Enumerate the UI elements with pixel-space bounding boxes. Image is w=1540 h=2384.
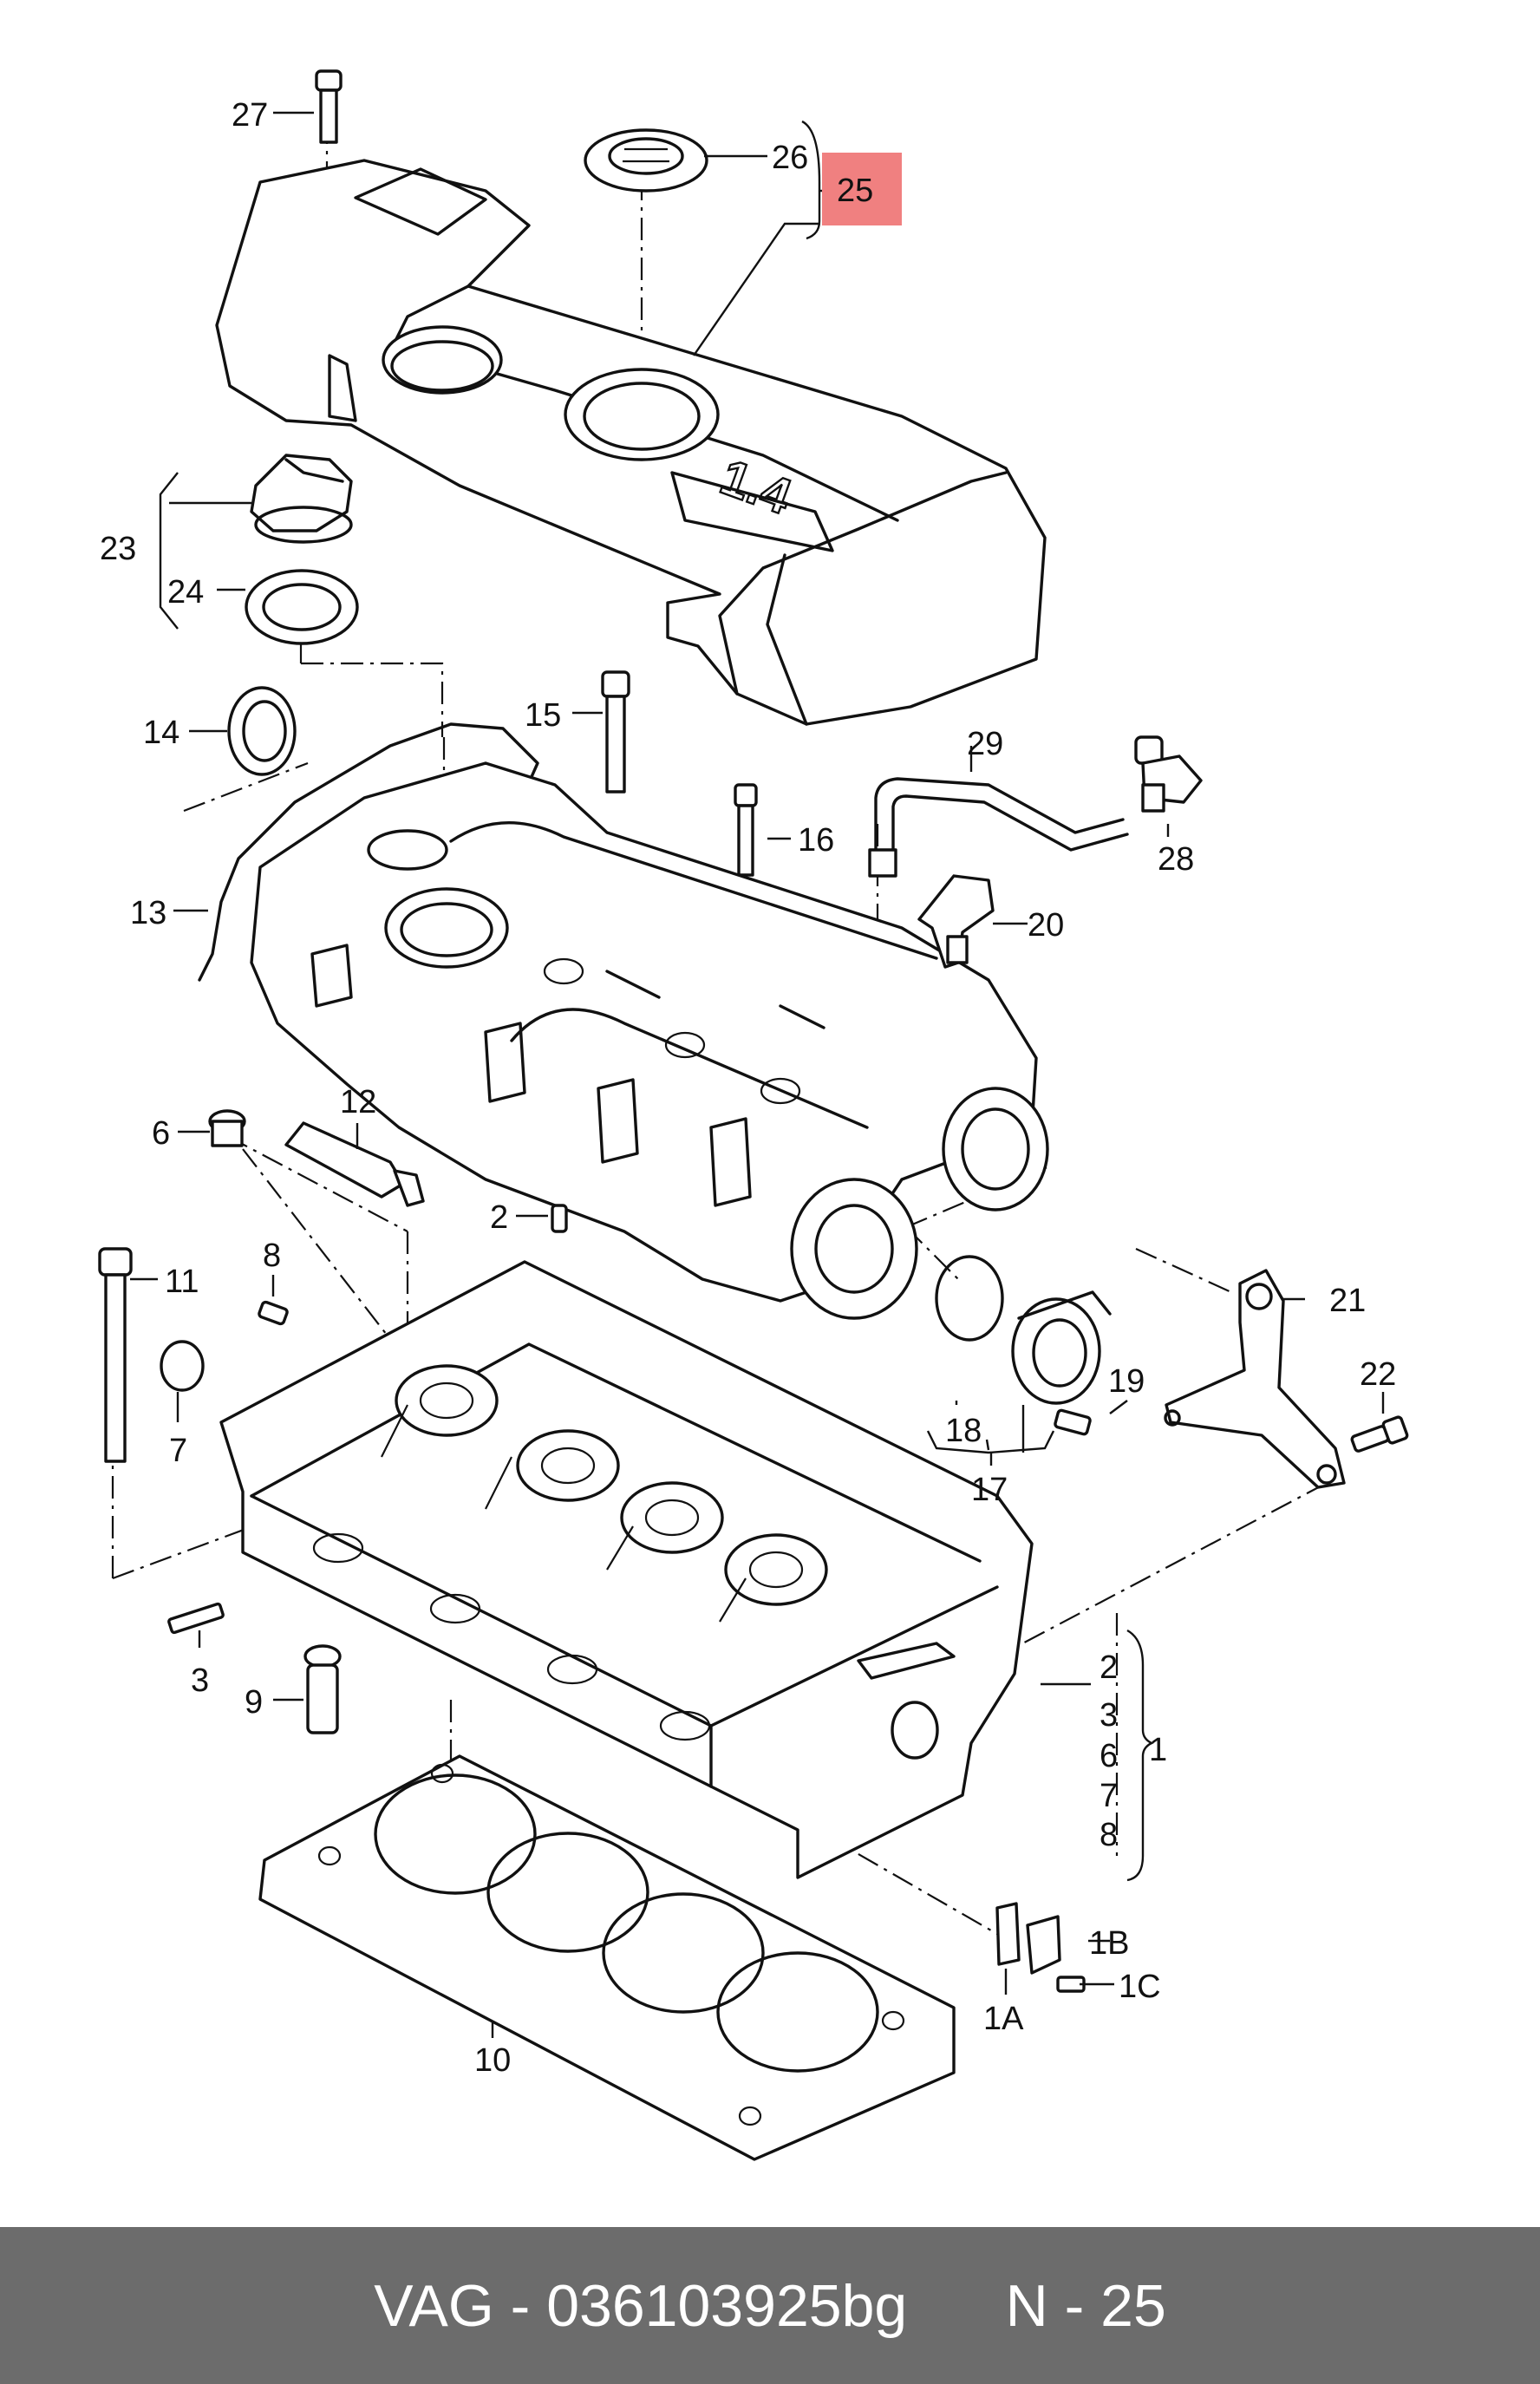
head-bolt-11 — [98, 1247, 133, 1463]
bolt-19 — [1054, 1408, 1092, 1436]
callout-27[interactable]: 27 — [232, 97, 268, 134]
seal-14 — [227, 686, 297, 776]
bolt-16 — [734, 783, 758, 877]
callout-group-6[interactable]: 6 — [1100, 1738, 1118, 1774]
callout-3[interactable]: 3 — [191, 1662, 209, 1699]
callout-group-7[interactable]: 7 — [1100, 1778, 1118, 1814]
callout-1[interactable]: 1 — [1149, 1732, 1167, 1768]
callout-10[interactable]: 10 — [474, 2042, 511, 2079]
callout-22[interactable]: 22 — [1360, 1356, 1396, 1393]
bolt-15 — [601, 670, 630, 794]
callout-24[interactable]: 24 — [167, 574, 204, 611]
footer-position: 25 — [1100, 2272, 1166, 2339]
highlight-box — [822, 153, 902, 225]
sensor-20 — [917, 874, 995, 969]
callout-18[interactable]: 18 — [945, 1413, 982, 1449]
gasket-13 — [198, 722, 539, 982]
footer-text: VAG - 036103925bg N - 25 — [374, 2272, 1166, 2340]
callout-16[interactable]: 16 — [798, 822, 834, 859]
callout-21[interactable]: 21 — [1329, 1283, 1366, 1319]
footer-position-label: N — [1005, 2272, 1048, 2339]
guide-9 — [303, 1644, 342, 1734]
callout-1b[interactable]: 1B — [1089, 1925, 1129, 1962]
leader-lines — [130, 111, 1385, 2038]
footer-bar: VAG - 036103925bg N - 25 — [0, 2227, 1540, 2384]
callout-11[interactable]: 11 — [165, 1264, 199, 1300]
callout-23[interactable]: 23 — [100, 531, 136, 567]
bolt-27 — [315, 69, 343, 144]
cover-cap — [584, 128, 708, 193]
dowel-pin-2 — [551, 1204, 568, 1233]
callout-28[interactable]: 28 — [1158, 841, 1194, 878]
cylinder-head — [219, 1260, 1034, 1879]
plug-6 — [208, 1109, 246, 1147]
callout-6[interactable]: 6 — [152, 1115, 170, 1152]
callout-17[interactable]: 17 — [971, 1472, 1008, 1508]
dowel-pin-8 — [258, 1300, 289, 1326]
callout-25[interactable]: 25 — [837, 173, 873, 209]
callout-9[interactable]: 9 — [245, 1684, 263, 1721]
footer-separator: - — [510, 2272, 531, 2339]
seal-ring-18 — [935, 1255, 1004, 1342]
footer-brand: VAG — [374, 2272, 494, 2339]
breather-hose-29 — [868, 777, 1129, 878]
stud-3 — [167, 1602, 225, 1635]
housing-17 — [1011, 1290, 1112, 1405]
callout-labels: 27 26 25 23 24 14 15 29 16 28 13 20 12 6… — [100, 97, 1396, 2079]
callout-1a[interactable]: 1A — [983, 2001, 1024, 2037]
callout-2[interactable]: 2 — [490, 1199, 508, 1236]
callout-15[interactable]: 15 — [525, 697, 561, 734]
callout-group-8[interactable]: 8 — [1100, 1817, 1118, 1853]
parts-diagram: 27 26 25 23 24 14 15 29 16 28 13 20 12 6… — [98, 69, 1409, 2161]
footer-separator-2: - — [1064, 2272, 1085, 2339]
callout-7[interactable]: 7 — [169, 1433, 187, 1469]
oil-filler-cap — [250, 454, 353, 544]
parts-1abc — [995, 1902, 1086, 1993]
callout-group-3[interactable]: 3 — [1100, 1697, 1118, 1734]
seal-ring-24 — [245, 569, 359, 645]
callout-14[interactable]: 14 — [143, 715, 179, 751]
callout-19[interactable]: 19 — [1108, 1363, 1145, 1400]
footer-part-number: 036103925bg — [546, 2272, 908, 2339]
callout-12[interactable]: 12 — [340, 1084, 376, 1120]
bracket-21 — [1164, 1269, 1346, 1489]
callout-group-2[interactable]: 2 — [1100, 1649, 1118, 1686]
callout-13[interactable]: 13 — [130, 895, 166, 931]
callout-8[interactable]: 8 — [263, 1238, 281, 1274]
bolt-22 — [1350, 1415, 1409, 1453]
sealant-tube-12 — [284, 1121, 425, 1207]
callout-20[interactable]: 20 — [1028, 907, 1064, 944]
head-gasket-10 — [258, 1754, 956, 2161]
callout-1c[interactable]: 1C — [1119, 1969, 1161, 2005]
plug-7 — [160, 1340, 205, 1392]
callout-29[interactable]: 29 — [967, 726, 1003, 762]
connector-28 — [1134, 735, 1203, 813]
camshaft-housing — [250, 761, 1049, 1320]
cylinder-head-cover — [215, 159, 1047, 726]
callout-26[interactable]: 26 — [772, 140, 808, 176]
